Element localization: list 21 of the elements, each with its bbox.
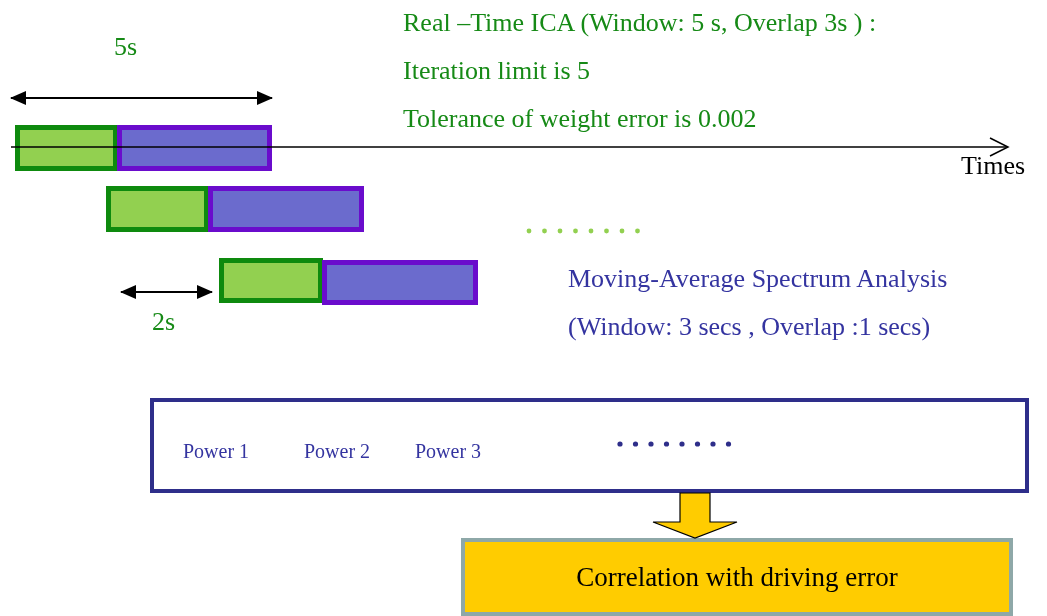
axis-label: Times <box>961 151 1026 181</box>
dimension-label: 5s <box>114 32 138 62</box>
title-text: Real –Time ICA (Window: 5 s, Overlap 3s ) : <box>403 8 877 38</box>
window-bar <box>117 125 272 171</box>
window-bar <box>208 186 364 232</box>
window-bar <box>15 125 118 171</box>
power-label: Power 1 <box>183 440 250 463</box>
result-box <box>461 538 1013 616</box>
note-text: Iteration limit is 5 <box>403 56 591 86</box>
dimension-label: 2s <box>152 307 176 337</box>
block-arrow <box>652 492 738 539</box>
note-text: Tolerance of weight error is 0.002 <box>403 104 757 134</box>
output-panel <box>150 398 1029 493</box>
window-bar <box>219 258 323 303</box>
window-bar <box>106 186 209 232</box>
note-text: (Window: 3 secs , Overlap :1 secs) <box>568 312 931 342</box>
window-bar <box>322 260 478 305</box>
result-text: Correlation with driving error <box>576 561 898 593</box>
power-label: Power 2 <box>304 440 371 463</box>
power-label: Power 3 <box>415 440 482 463</box>
note-text: Moving-Average Spectrum Analysis <box>568 264 948 294</box>
